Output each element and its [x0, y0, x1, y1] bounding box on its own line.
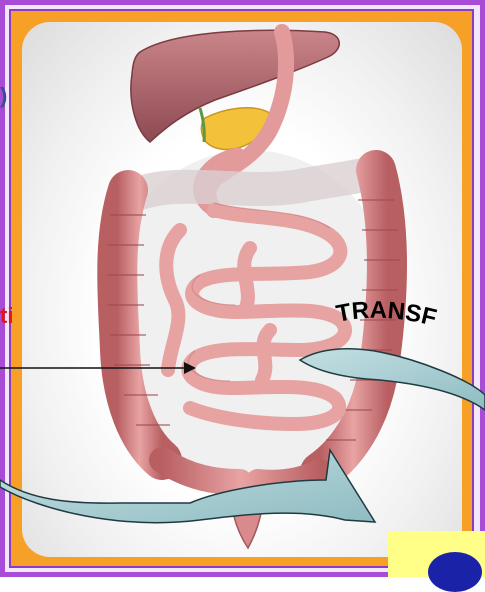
transverse-colon-icon	[132, 172, 376, 196]
left-edge-text-fragment: )	[0, 84, 7, 108]
digestive-system-illustration: TRANSF	[0, 0, 485, 577]
bile-duct-icon	[200, 108, 204, 142]
corner-blue-shape	[428, 552, 482, 592]
side-label-fragment: ti	[0, 304, 13, 328]
